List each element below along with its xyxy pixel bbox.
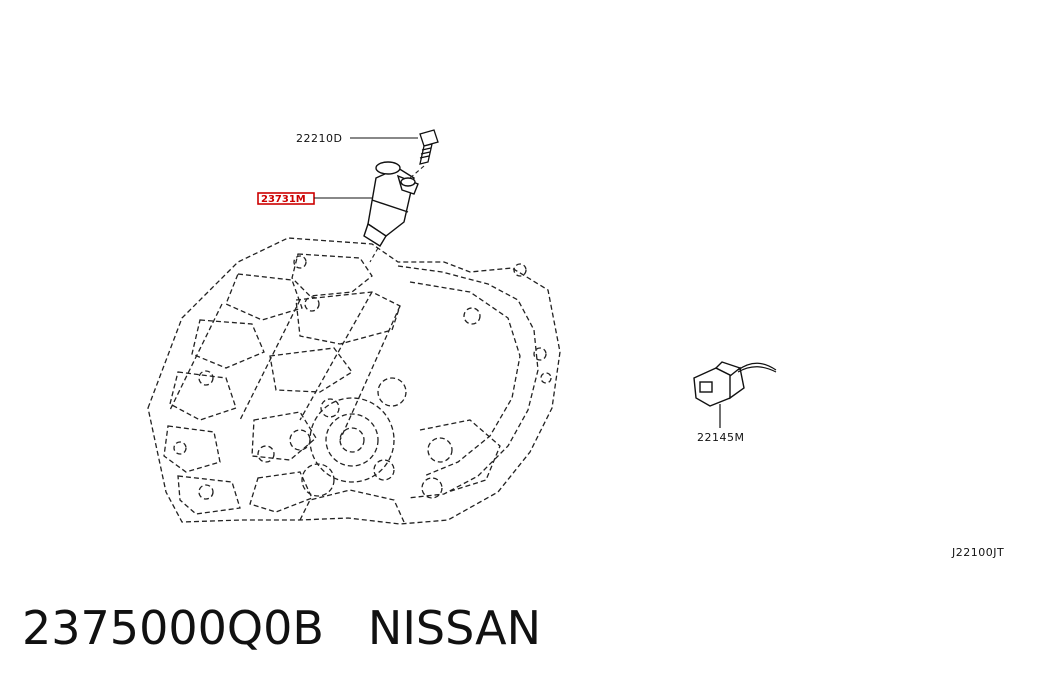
solenoid-part-drawing [363,161,419,247]
transmission-housing-drawing [147,237,561,525]
sensor-part-drawing [693,361,745,407]
highlighted-label[interactable]: 23731M [261,194,306,205]
diagram-code: J22100JT [951,546,1004,559]
sensor-wire [719,362,777,428]
sensor-label: 22145M [697,431,744,444]
install-guide-lines [369,165,425,263]
parts-diagram: 22210D 23731M 22145M J22100JT [147,129,1004,559]
brand-name: NISSAN [367,601,542,655]
part-number: 2375000Q0B [22,601,324,655]
bolt-label: 22210D [296,132,342,145]
part-caption: 2375000Q0B NISSAN [22,598,541,658]
bolt-part-drawing [419,129,439,165]
